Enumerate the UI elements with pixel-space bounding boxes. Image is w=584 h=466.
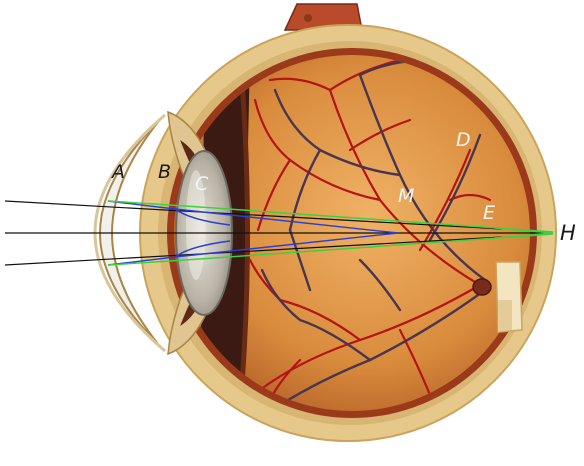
label-d: D bbox=[456, 129, 471, 151]
optic-disc bbox=[473, 279, 491, 295]
label-b: B bbox=[158, 161, 171, 183]
label-c: C bbox=[195, 173, 209, 195]
nerve-dot bbox=[304, 14, 312, 22]
label-m: M bbox=[398, 185, 414, 207]
sclera-cut-notch-inner bbox=[498, 300, 512, 332]
label-h: H bbox=[560, 221, 576, 245]
label-a: A bbox=[110, 161, 125, 183]
label-e: E bbox=[483, 202, 495, 224]
